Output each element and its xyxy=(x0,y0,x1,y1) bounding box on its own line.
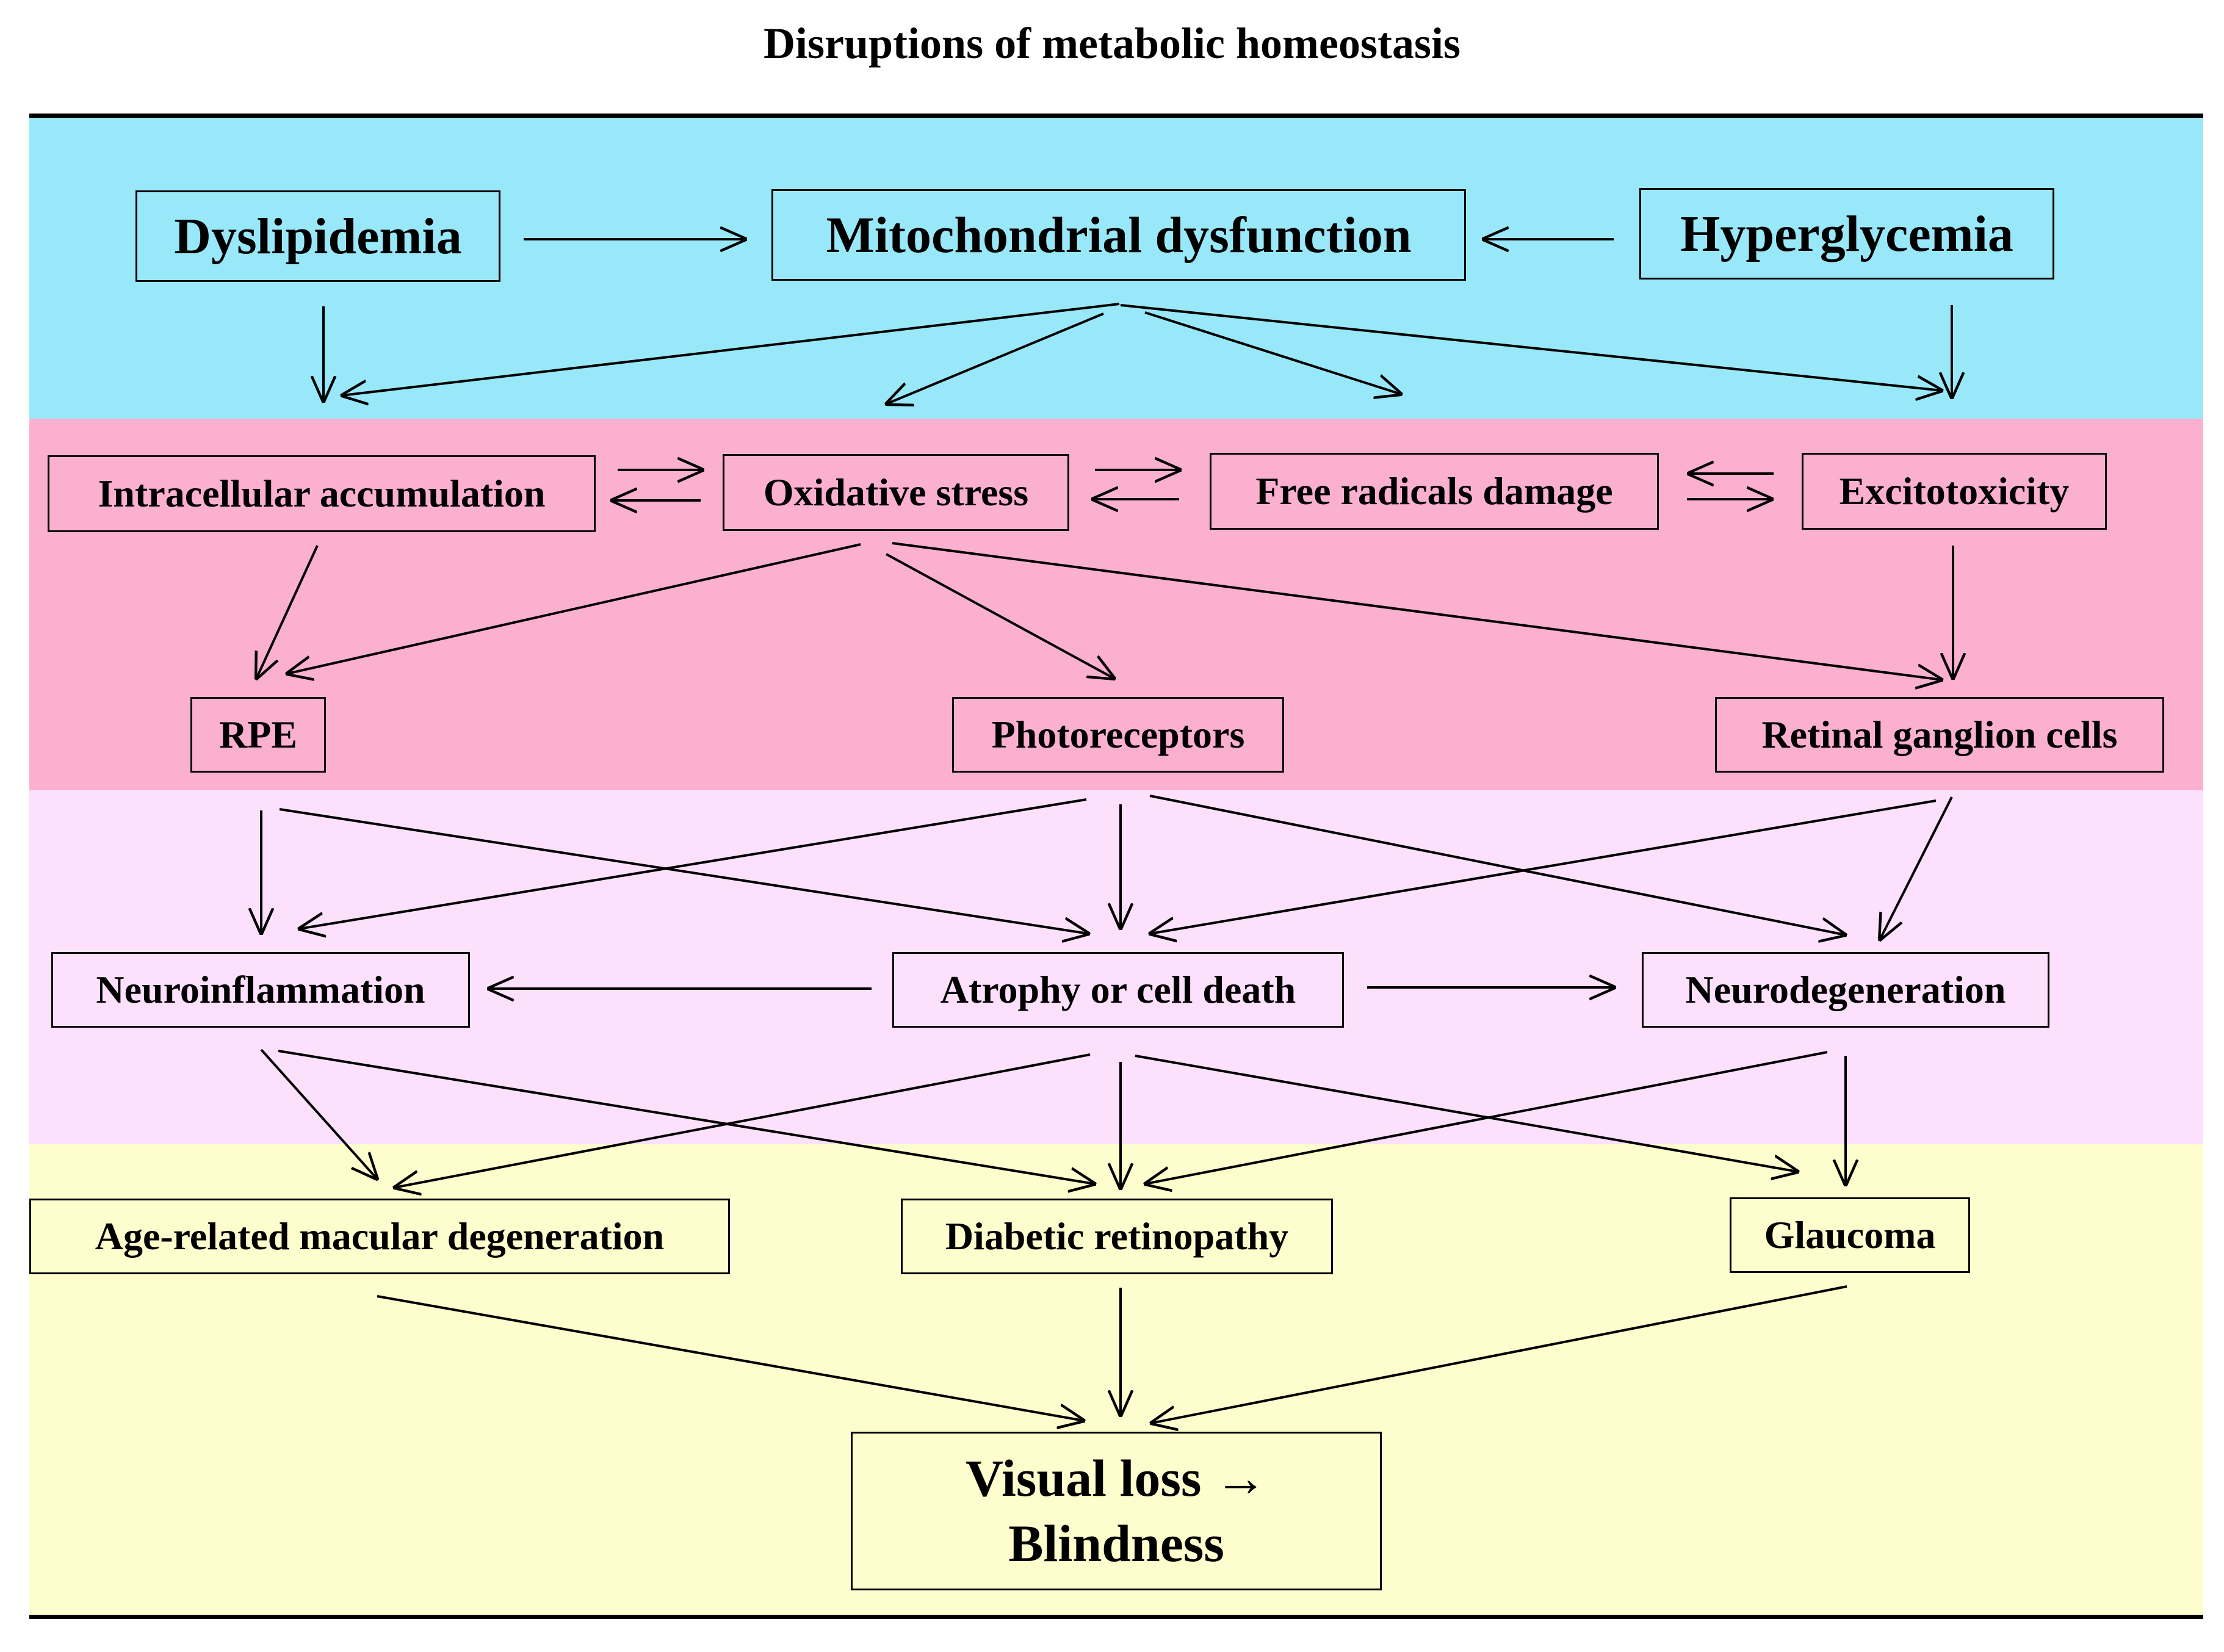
blindness-line: Blindness xyxy=(1008,1514,1224,1573)
arrow-photoreceptors-to-neuroinflammation xyxy=(299,798,1087,929)
band-cellular-stress xyxy=(29,419,2203,790)
diagram-title: Disruptions of metabolic homeostasis xyxy=(763,19,1460,68)
node-free-radicals-damage: Free radicals damage xyxy=(1210,453,1659,530)
node-dyslipidemia: Dyslipidemia xyxy=(135,190,500,282)
arrow-rpe-to-atrophy xyxy=(279,808,1089,934)
node-oxidative-stress: Oxidative stress xyxy=(723,454,1069,531)
arrow-oxidative-to-rpe xyxy=(287,543,861,674)
node-visual-loss-blindness: Visual loss → Blindness xyxy=(851,1432,1382,1590)
arrow-mito-to-intracellular xyxy=(342,303,1120,395)
node-neuroinflammation: Neuroinflammation xyxy=(51,952,470,1028)
node-photoreceptors: Photoreceptors xyxy=(952,697,1284,773)
node-age-related-macular-degeneration: Age-related macular degeneration xyxy=(29,1199,730,1274)
arrow-mito-to-excitotoxicity xyxy=(1120,304,1942,391)
arrow-rgc-to-neurodegeneration xyxy=(1880,796,1953,940)
arrow-intracellular-to-rpe xyxy=(256,545,319,679)
band-disease xyxy=(29,1144,2203,1617)
arrow-atrophy-to-amd xyxy=(394,1053,1091,1188)
band-metabolic xyxy=(29,118,2203,419)
band-tissue-damage xyxy=(29,790,2203,1144)
node-glaucoma: Glaucoma xyxy=(1730,1197,1970,1273)
node-retinal-ganglion-cells: Retinal ganglion cells xyxy=(1715,697,2164,773)
arrow-neurodegeneration-to-dr xyxy=(1145,1051,1828,1184)
arrow-oxidative-to-photoreceptors xyxy=(886,553,1114,679)
arrow-neuroinflammation-to-amd xyxy=(260,1048,377,1179)
arrow-atrophy-to-glaucoma xyxy=(1135,1055,1798,1172)
node-rpe: RPE xyxy=(190,697,326,773)
bottom-rule xyxy=(29,1615,2203,1619)
node-atrophy-or-cell-death: Atrophy or cell death xyxy=(892,952,1344,1028)
top-rule xyxy=(29,114,2203,118)
arrow-oxidative-to-rgc xyxy=(892,542,1942,680)
node-intracellular-accumulation: Intracellular accumulation xyxy=(48,455,596,532)
arrow-photoreceptors-to-neurodegeneration xyxy=(1149,795,1846,935)
node-hyperglycemia: Hyperglycemia xyxy=(1639,188,2054,280)
arrow-neuroinflammation-to-dr xyxy=(278,1050,1095,1184)
node-excitotoxicity: Excitotoxicity xyxy=(1802,453,2107,530)
arrow-rgc-to-atrophy xyxy=(1150,799,1937,934)
visual-loss-line: Visual loss → xyxy=(966,1448,1267,1507)
arrow-amd-to-visual-loss xyxy=(377,1295,1084,1421)
node-mitochondrial-dysfunction: Mitochondrial dysfunction xyxy=(771,189,1466,281)
node-diabetic-retinopathy: Diabetic retinopathy xyxy=(901,1199,1333,1274)
arrow-glaucoma-to-visual-loss xyxy=(1151,1285,1847,1423)
node-neurodegeneration: Neurodegeneration xyxy=(1642,952,2049,1028)
arrow-mito-to-oxidative xyxy=(886,312,1104,404)
arrow-mito-to-freeradicals xyxy=(1144,311,1401,394)
